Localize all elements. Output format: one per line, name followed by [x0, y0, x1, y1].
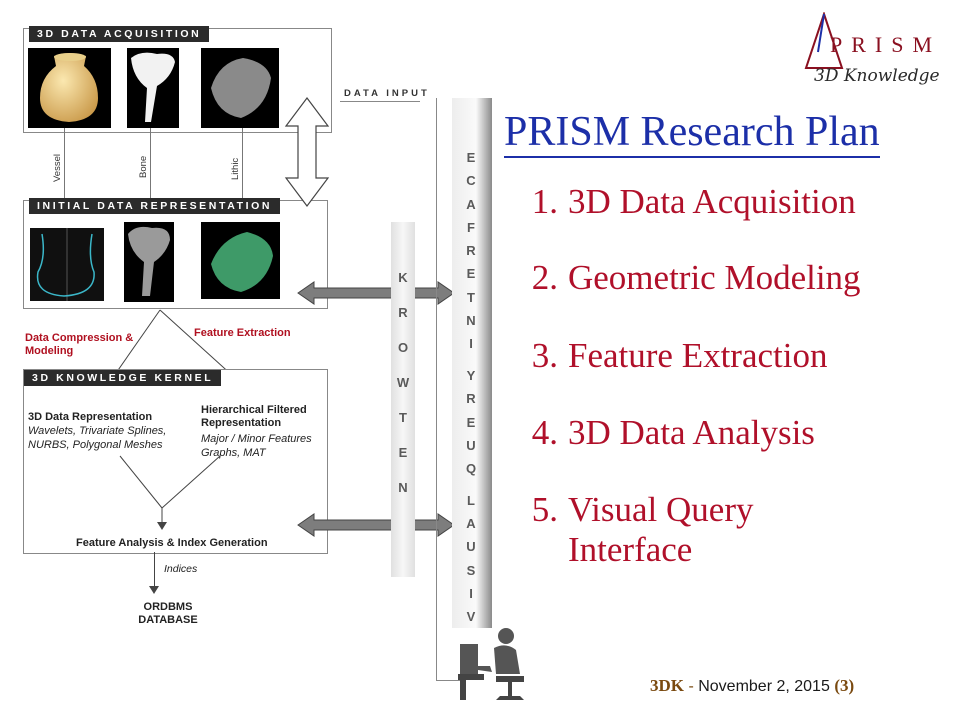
representation-header: INITIAL DATA REPRESENTATION	[29, 198, 281, 214]
hier-title: Hierarchical Filtered Representation	[201, 404, 307, 429]
network-letter: R	[398, 305, 408, 320]
vqi-letter: N	[466, 313, 476, 329]
network-letter: K	[398, 270, 408, 285]
prism-logo: PRISM 3D Knowledge	[800, 8, 950, 98]
kernel-panel	[23, 369, 328, 554]
feature-extraction-label: Feature Extraction	[194, 327, 291, 339]
network-letter: W	[396, 375, 410, 390]
data-rep-title: 3D Data Representation	[28, 411, 153, 423]
kernel-header: 3D KNOWLEDGE KERNEL	[24, 370, 222, 386]
vqi-letter: I	[469, 585, 473, 601]
indices-arrow-icon	[149, 586, 159, 594]
plan-item-text: 3D Data Acquisition	[568, 182, 856, 221]
bone-mesh-thumbnail	[124, 222, 174, 302]
plan-item-number: 5.	[531, 490, 558, 529]
vessel-label: Vessel	[52, 154, 63, 182]
vqi-letter: R	[466, 243, 476, 259]
vqi-letter: L	[467, 492, 475, 508]
vqi-letter: A	[466, 516, 476, 532]
compression-label: Data Compression & Modeling	[25, 332, 134, 357]
plan-item-text: 3D Data Analysis	[568, 413, 815, 452]
vqi-letter: I	[469, 336, 473, 352]
data-input-label: DATA INPUT	[344, 88, 430, 99]
lithic-thumbnail	[201, 48, 279, 128]
plan-item-number: 4.	[531, 413, 558, 452]
prism-triangle-icon	[804, 12, 844, 69]
slide-title: PRISM Research Plan	[504, 108, 880, 158]
analysis-label: Feature Analysis & Index Generation	[76, 537, 268, 549]
bidirectional-arrow-icon	[284, 97, 330, 207]
plan-item-text: Feature Extraction	[568, 336, 828, 375]
representation-network-arrow-icon	[297, 281, 455, 305]
database-label: ORDBMS DATABASE	[138, 601, 198, 626]
vessel-connector	[64, 128, 65, 198]
data-rep-detail: Wavelets, Trivariate Splines, NURBS, Pol…	[28, 425, 167, 451]
vqi-letter: U	[466, 437, 476, 453]
lithic-mesh-thumbnail	[201, 222, 280, 299]
kernel-network-arrow-icon	[297, 513, 455, 537]
plan-item-number: 3.	[531, 336, 558, 375]
vqi-letter: S	[466, 562, 476, 578]
vqi-letter: C	[466, 173, 476, 189]
footer: 3DK - November 2, 2015 (3)	[650, 676, 854, 696]
footer-brand: 3DK	[650, 676, 684, 695]
network-bar	[391, 222, 415, 577]
lithic-label: Lithic	[230, 157, 241, 180]
bone-thumbnail	[127, 48, 179, 128]
vqi-letter: V	[466, 609, 476, 625]
data-input-line	[340, 101, 420, 102]
vqi-letter: U	[466, 539, 476, 555]
footer-date: November 2, 2015	[698, 678, 830, 695]
user-computer-icon	[458, 628, 524, 700]
lithic-connector	[242, 128, 243, 198]
vqi-letter: F	[467, 219, 475, 235]
vqi-letter: Q	[465, 461, 477, 477]
vqi-letter: Y	[466, 367, 476, 383]
acquisition-header: 3D DATA ACQUISITION	[29, 26, 210, 42]
vqi-letter: E	[466, 414, 476, 430]
vqi-letter: R	[466, 391, 476, 407]
bone-connector	[150, 128, 151, 198]
vqi-letter: E	[466, 150, 476, 165]
logo-brand: PRISM	[830, 32, 942, 57]
network-letter: O	[397, 340, 409, 355]
vqi-letter: T	[467, 289, 475, 305]
indices-label: Indices	[164, 563, 198, 575]
vqi-letters: E C A F R E T N I Y R E U Q L A U S I V	[462, 150, 480, 624]
vessel-profile-thumbnail	[30, 228, 104, 301]
network-letter: N	[398, 480, 408, 495]
vessel-thumbnail	[28, 48, 111, 128]
network-letters: K R O W T E N	[394, 270, 412, 495]
vqi-frame	[436, 98, 437, 680]
bone-label: Bone	[138, 155, 149, 178]
vqi-letter: E	[466, 266, 476, 282]
hier-detail: Major / Minor Features Graphs, MAT	[201, 433, 312, 459]
footer-separator: -	[684, 678, 699, 695]
network-letter: T	[399, 410, 407, 425]
vqi-letter: A	[466, 196, 476, 212]
vqi-frame-bottom	[436, 680, 466, 681]
plan-item-number: 2.	[531, 258, 558, 297]
indices-connector	[154, 552, 155, 590]
merge-lines	[119, 455, 221, 530]
footer-page: (3)	[834, 676, 855, 695]
network-letter: E	[398, 445, 408, 460]
plan-item-text: Visual Query Interface	[568, 490, 754, 569]
vqi-bar	[452, 98, 492, 628]
plan-item-number: 1.	[531, 182, 558, 221]
logo-subtitle: 3D Knowledge	[814, 66, 940, 86]
plan-item-text: Geometric Modeling	[568, 258, 861, 297]
